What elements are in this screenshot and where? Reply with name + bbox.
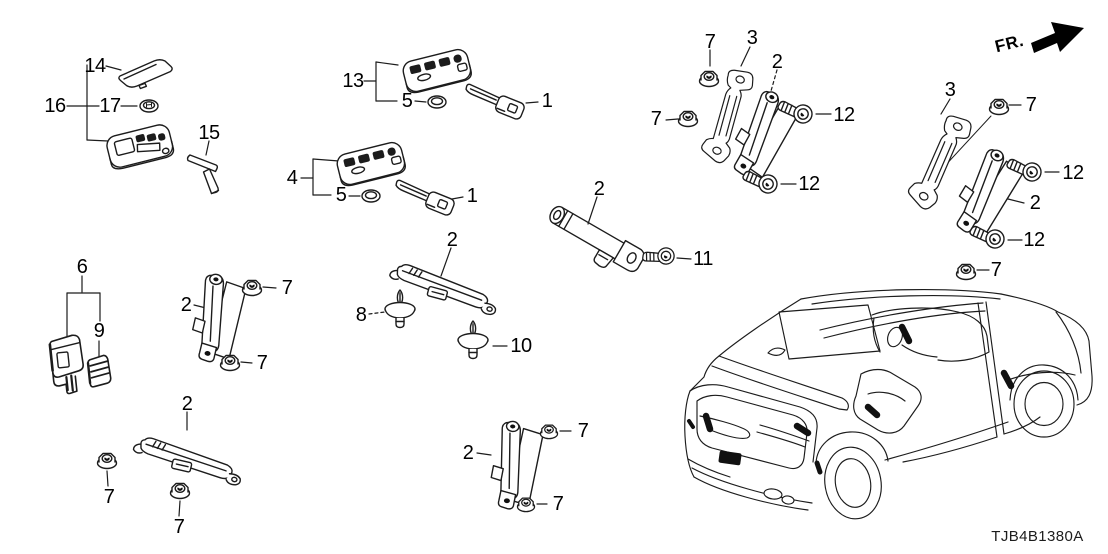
callout-part-3-16[interactable]: 3 (746, 27, 758, 49)
callout-part-7-36[interactable]: 7 (577, 420, 589, 442)
callout-part-16-1[interactable]: 16 (44, 95, 66, 117)
callout-part-2-29[interactable]: 2 (180, 294, 192, 316)
callout-part-2-35[interactable]: 2 (462, 442, 474, 464)
diagram-code: TJB4B1380A (991, 528, 1084, 545)
callout-part-3-21[interactable]: 3 (944, 79, 956, 101)
callout-part-2-24[interactable]: 2 (1029, 192, 1041, 214)
callout-part-12-25[interactable]: 12 (1023, 229, 1045, 251)
fr-arrow-icon (1031, 22, 1084, 53)
callout-part-11-14[interactable]: 11 (693, 248, 713, 270)
callout-part-5-8[interactable]: 5 (335, 184, 347, 206)
callout-part-12-20[interactable]: 12 (798, 173, 820, 195)
callout-part-6-27[interactable]: 6 (76, 256, 88, 278)
callout-part-2-13[interactable]: 2 (593, 178, 605, 200)
car-illustration (684, 288, 1093, 520)
callout-part-8-11[interactable]: 8 (355, 304, 367, 326)
callout-part-1-9[interactable]: 1 (466, 185, 478, 207)
callout-part-12-19[interactable]: 12 (833, 104, 855, 126)
callout-part-7-26[interactable]: 7 (990, 259, 1002, 281)
callout-part-7-33[interactable]: 7 (103, 486, 115, 508)
dashed-leader-lines (368, 69, 778, 315)
callout-part-15-3[interactable]: 15 (198, 122, 220, 144)
callout-part-7-31[interactable]: 7 (256, 352, 268, 374)
callout-part-7-22[interactable]: 7 (1025, 94, 1037, 116)
keyless-fob-16 (106, 124, 175, 170)
callout-part-2-10[interactable]: 2 (446, 229, 458, 251)
callout-part-7-34[interactable]: 7 (173, 516, 185, 538)
leader-lines (66, 46, 1060, 517)
callout-part-7-15[interactable]: 7 (704, 31, 716, 53)
callout-part-12-23[interactable]: 12 (1062, 162, 1084, 184)
callout-part-10-12[interactable]: 10 (510, 335, 532, 357)
callout-part-5-5[interactable]: 5 (401, 90, 413, 112)
callout-part-13-4[interactable]: 13 (342, 70, 364, 92)
callout-part-7-30[interactable]: 7 (281, 277, 293, 299)
callout-part-7-37[interactable]: 7 (552, 493, 564, 515)
callout-part-2-32[interactable]: 2 (181, 393, 193, 415)
callout-part-4-7[interactable]: 4 (286, 167, 298, 189)
coin-battery-17 (139, 99, 159, 113)
callout-part-2-17[interactable]: 2 (771, 51, 783, 73)
callout-part-1-6[interactable]: 1 (541, 90, 553, 112)
callout-part-14-0[interactable]: 14 (84, 55, 106, 77)
callout-part-9-28[interactable]: 9 (93, 320, 105, 342)
antenna-location-markers (687, 323, 1015, 475)
callout-part-17-2[interactable]: 17 (99, 95, 121, 117)
callout-part-7-18[interactable]: 7 (650, 108, 662, 130)
